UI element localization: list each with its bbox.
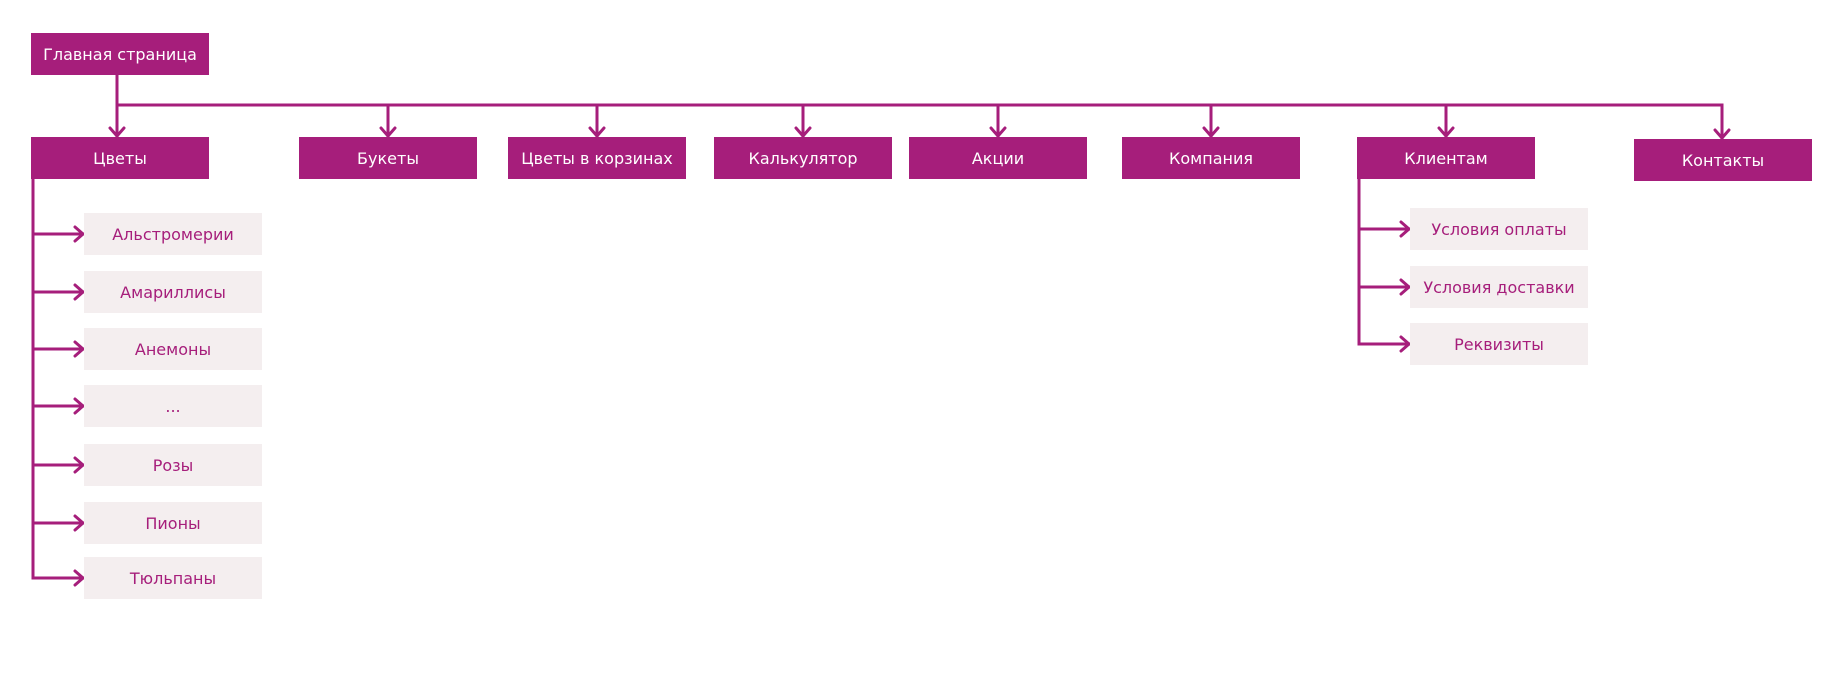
subpage-item: Розы — [84, 444, 262, 486]
arrowhead-right — [73, 283, 85, 301]
section-label: Калькулятор — [748, 148, 858, 168]
subpage-label: Альстромерии — [112, 224, 234, 244]
section-tsvety: Цветы — [31, 137, 209, 179]
section-bukety: Букеты — [299, 137, 477, 179]
arrowhead-right — [73, 397, 85, 415]
subpage-item: Условия доставки — [1410, 266, 1588, 308]
section-label: Букеты — [357, 148, 419, 168]
arrowhead-right — [1399, 278, 1411, 296]
arrowhead-right — [1399, 220, 1411, 238]
root-node: Главная страница — [31, 33, 209, 75]
section-kalkulyator: Калькулятор — [714, 137, 892, 179]
subpage-label: Реквизиты — [1454, 334, 1544, 354]
section-label: Акции — [971, 148, 1025, 168]
section-label: Контакты — [1681, 150, 1765, 170]
arrowhead-down — [379, 126, 397, 138]
arrowhead-down — [989, 126, 1007, 138]
arrowhead-right — [73, 225, 85, 243]
arrowhead-down — [588, 126, 606, 138]
section-kompaniya: Компания — [1122, 137, 1300, 179]
subpage-label: Пионы — [145, 513, 201, 533]
section-klientam: Клиентам — [1357, 137, 1535, 179]
arrowhead-right — [73, 456, 85, 474]
arrowhead-down — [1713, 128, 1731, 140]
subpage-item: Пионы — [84, 502, 262, 544]
arrowhead-right — [73, 569, 85, 587]
section-tsvety-v-korzinakh: Цветы в корзинах — [508, 137, 686, 179]
section-label: Цветы в корзинах — [521, 148, 673, 168]
subpage-label: ... — [165, 396, 181, 416]
subpage-label: Анемоны — [134, 339, 212, 359]
subpage-label: Амариллисы — [120, 282, 226, 302]
section-label: Цветы — [93, 148, 147, 168]
subpage-item: Амариллисы — [84, 271, 262, 313]
arrowhead-down — [1202, 126, 1220, 138]
subpage-item: Альстромерии — [84, 213, 262, 255]
section-kontakty: Контакты — [1634, 139, 1812, 181]
root-label: Главная страница — [43, 44, 197, 64]
arrowhead-right — [1399, 335, 1411, 353]
subpage-item: ... — [84, 385, 262, 427]
arrowhead-right — [73, 340, 85, 358]
arrowhead-down — [1437, 126, 1455, 138]
subpage-item: Тюльпаны — [84, 557, 262, 599]
subpage-label: Условия оплаты — [1431, 219, 1567, 239]
subpage-item: Условия оплаты — [1410, 208, 1588, 250]
subpage-label: Розы — [152, 455, 194, 475]
section-label: Клиентам — [1404, 148, 1488, 168]
subpage-item: Реквизиты — [1410, 323, 1588, 365]
arrowhead-down — [108, 126, 126, 138]
section-aktsii: Акции — [909, 137, 1087, 179]
subpage-label: Условия доставки — [1423, 277, 1575, 297]
arrowhead-down — [794, 126, 812, 138]
subpage-label: Тюльпаны — [129, 568, 217, 588]
section-label: Компания — [1169, 148, 1253, 168]
arrowhead-right — [73, 514, 85, 532]
subpage-item: Анемоны — [84, 328, 262, 370]
